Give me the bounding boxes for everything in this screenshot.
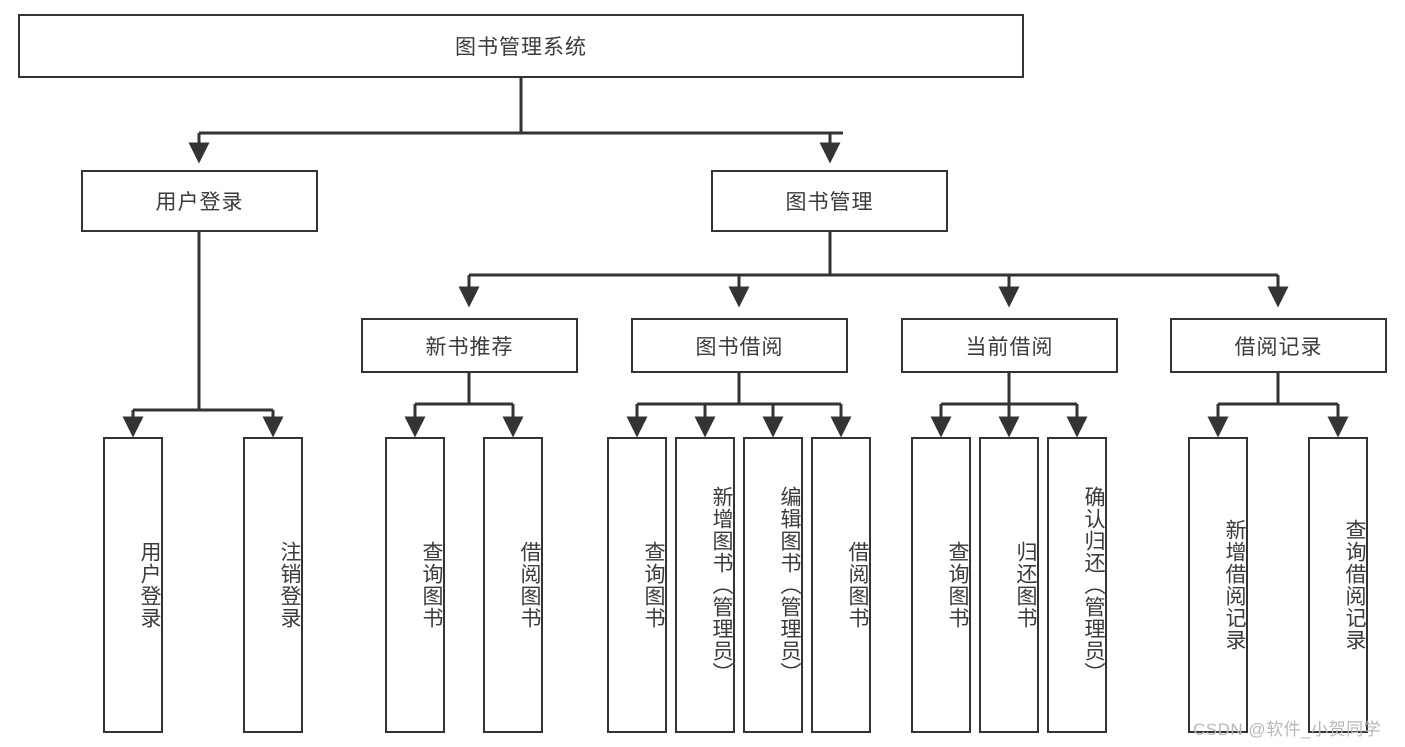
node-leaf-query-book-3[interactable]: 查询图书 [911, 437, 971, 733]
node-leaf-query-record-label: 查询借阅记录 [1343, 519, 1366, 651]
node-borrow-record-label: 借阅记录 [1234, 335, 1323, 359]
node-leaf-query-record[interactable]: 查询借阅记录 [1308, 437, 1368, 733]
node-root[interactable]: 图书管理系统 [18, 14, 1024, 78]
node-book-manage-label: 图书管理 [785, 191, 874, 214]
node-book-manage[interactable]: 图书管理 [711, 170, 948, 232]
node-book-borrow-label: 图书借阅 [695, 335, 784, 359]
node-leaf-edit-book-label: 编辑图书（管理员） [778, 486, 801, 684]
node-leaf-query-book-1[interactable]: 查询图书 [385, 437, 445, 733]
node-leaf-query-book-3-label: 查询图书 [946, 541, 969, 629]
node-leaf-add-record[interactable]: 新增借阅记录 [1188, 437, 1248, 733]
node-leaf-user-login[interactable]: 用户登录 [103, 437, 163, 733]
node-leaf-confirm-return-label: 确认归还（管理员） [1082, 486, 1105, 684]
node-leaf-borrow-book-1-label: 借阅图书 [518, 541, 541, 629]
node-leaf-borrow-book-2-label: 借阅图书 [846, 541, 869, 629]
node-leaf-return-book[interactable]: 归还图书 [979, 437, 1039, 733]
node-leaf-edit-book[interactable]: 编辑图书（管理员） [743, 437, 803, 733]
node-leaf-query-book-1-label: 查询图书 [420, 541, 443, 629]
node-new-book-recommend-label: 新书推荐 [425, 335, 514, 359]
node-user-login-label: 用户登录 [155, 191, 244, 214]
node-book-borrow[interactable]: 图书借阅 [631, 318, 848, 373]
node-new-book-recommend[interactable]: 新书推荐 [361, 318, 578, 373]
node-leaf-user-logout[interactable]: 注销登录 [243, 437, 303, 733]
csdn-watermark: CSDN @软件_小贺同学 [1193, 720, 1382, 739]
node-leaf-user-logout-label: 注销登录 [278, 541, 301, 629]
node-leaf-add-book-label: 新增图书（管理员） [710, 486, 733, 684]
node-leaf-user-login-label: 用户登录 [138, 541, 161, 629]
node-current-borrow-label: 当前借阅 [965, 335, 1054, 359]
node-leaf-return-book-label: 归还图书 [1014, 541, 1037, 629]
node-leaf-query-book-2-label: 查询图书 [642, 541, 665, 629]
node-leaf-borrow-book-2[interactable]: 借阅图书 [811, 437, 871, 733]
node-leaf-add-record-label: 新增借阅记录 [1223, 519, 1246, 651]
node-root-label: 图书管理系统 [455, 36, 587, 59]
node-user-login[interactable]: 用户登录 [81, 170, 318, 232]
node-leaf-query-book-2[interactable]: 查询图书 [607, 437, 667, 733]
node-leaf-borrow-book-1[interactable]: 借阅图书 [483, 437, 543, 733]
node-leaf-confirm-return[interactable]: 确认归还（管理员） [1047, 437, 1107, 733]
node-borrow-record[interactable]: 借阅记录 [1170, 318, 1387, 373]
node-current-borrow[interactable]: 当前借阅 [901, 318, 1118, 373]
node-leaf-add-book[interactable]: 新增图书（管理员） [675, 437, 735, 733]
